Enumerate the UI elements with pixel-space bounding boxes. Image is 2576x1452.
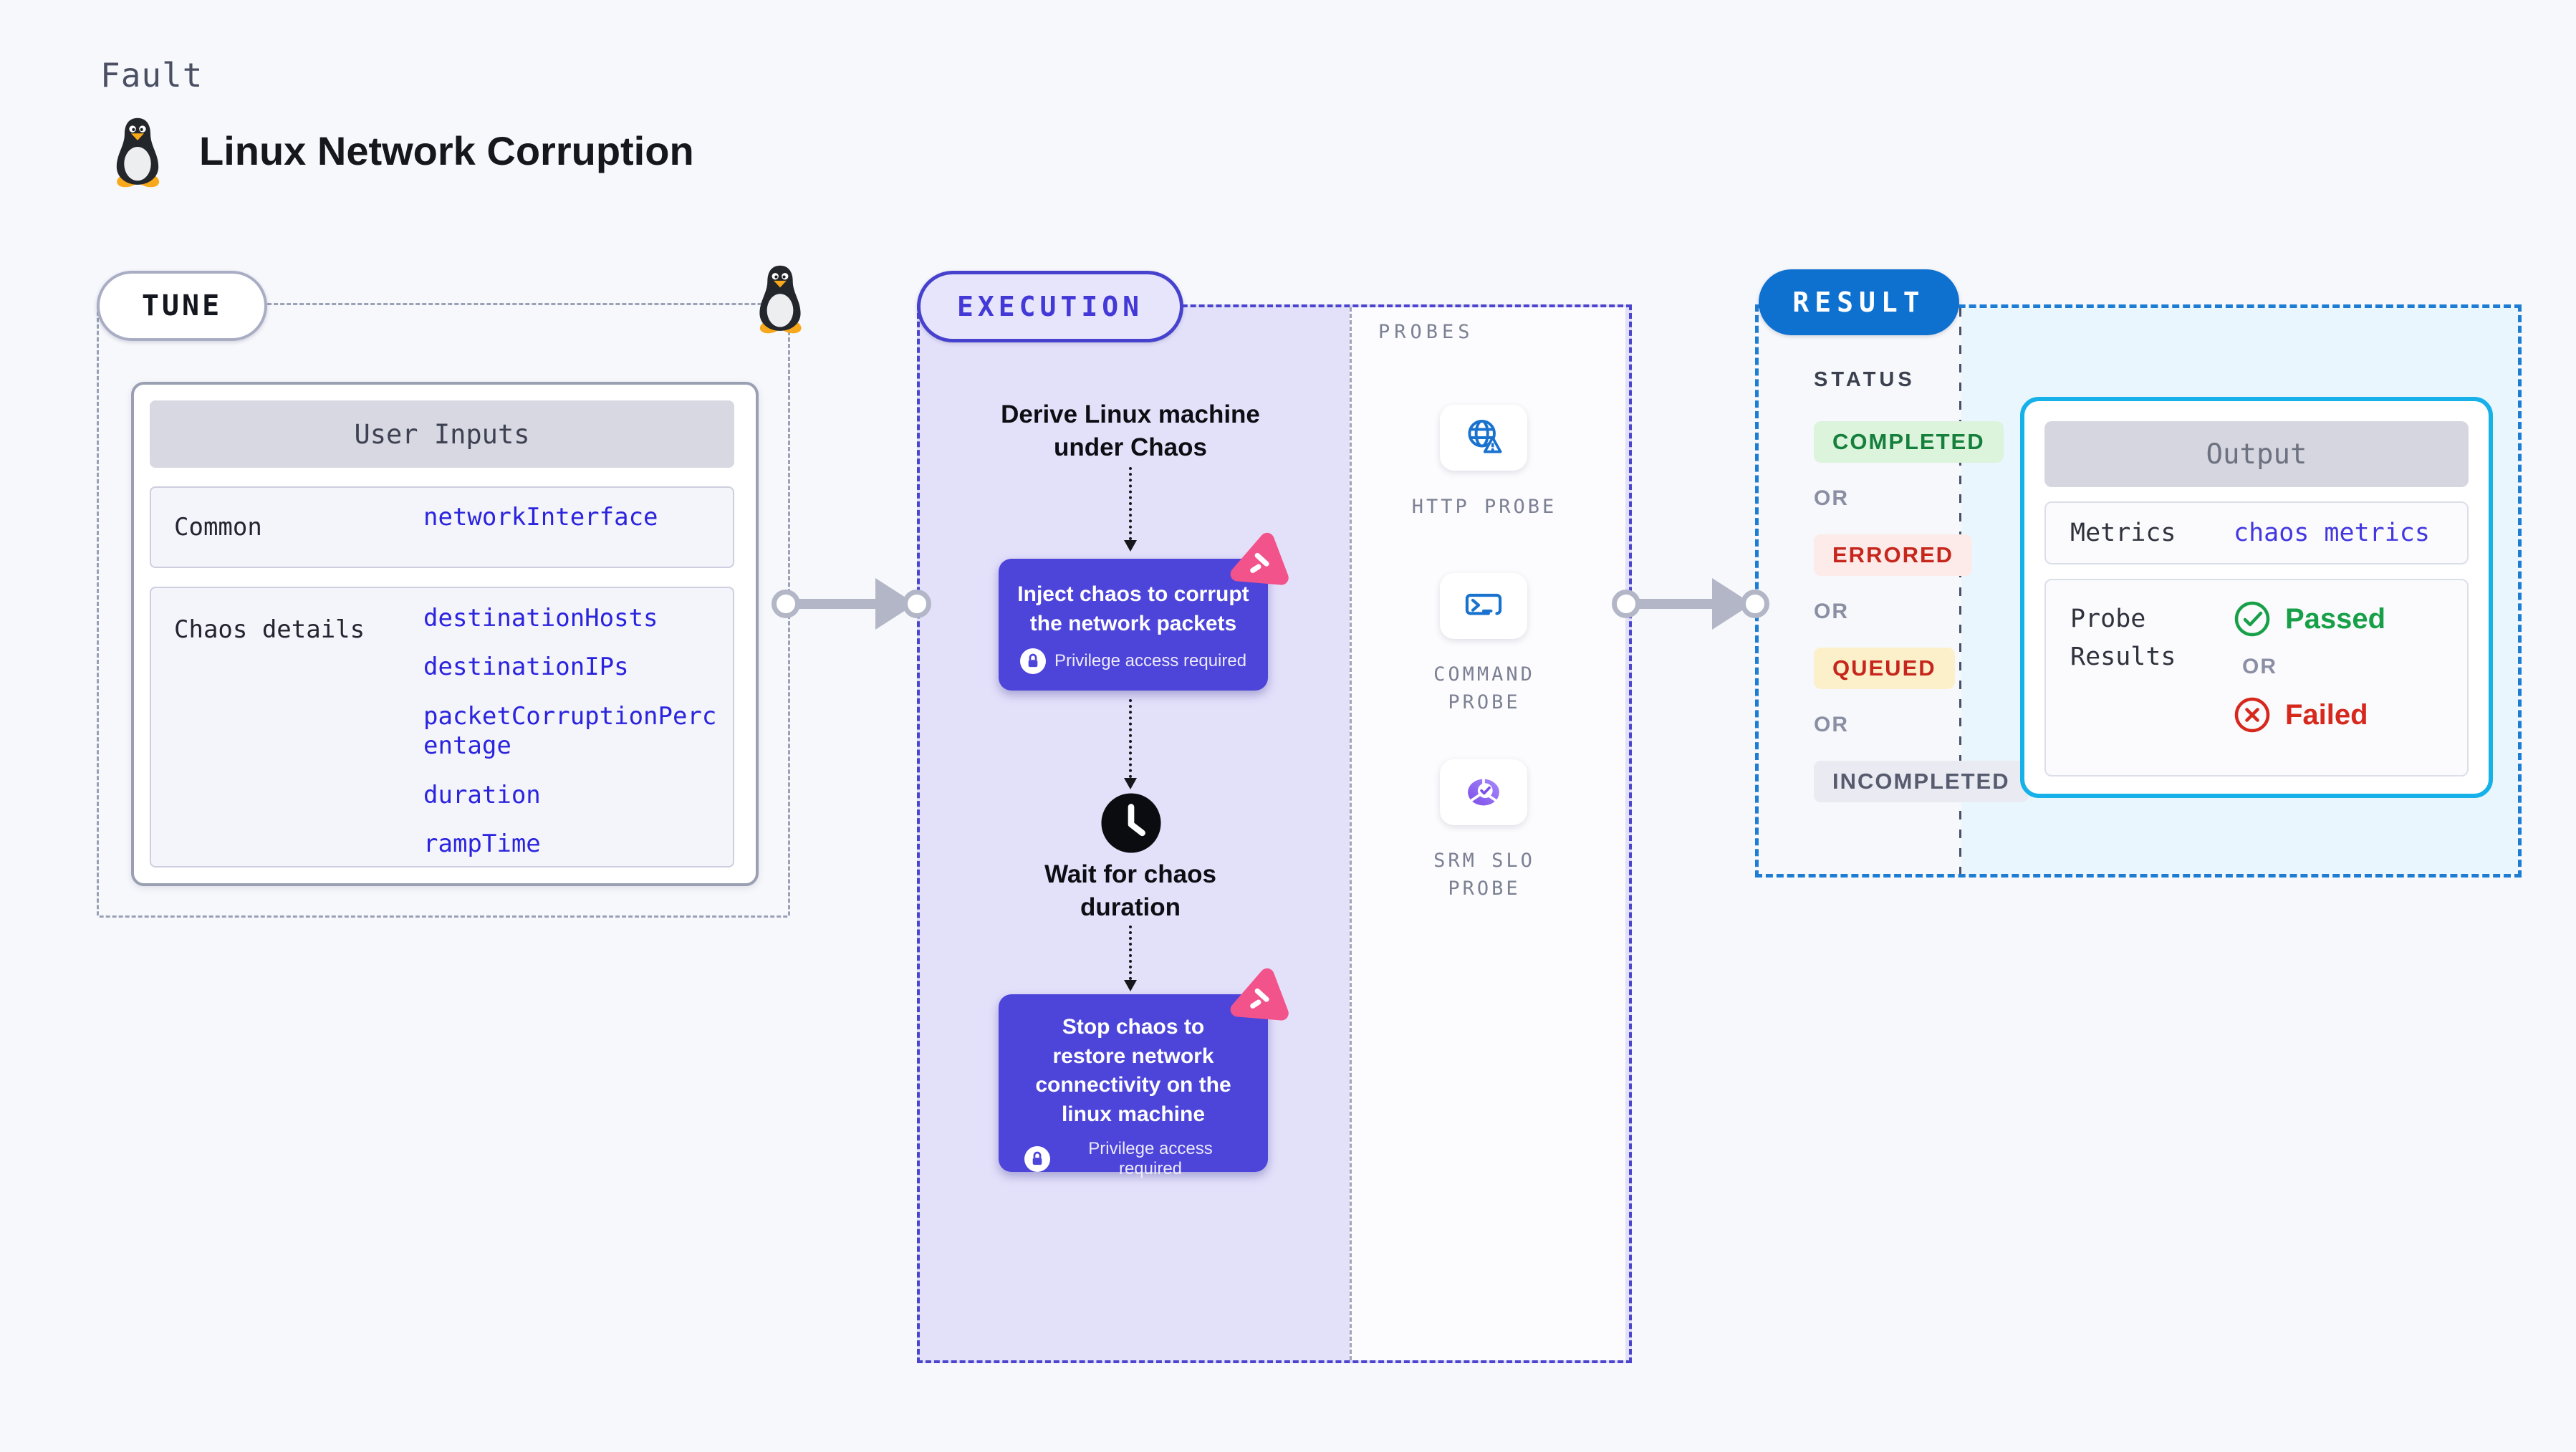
- probe-card-http: [1440, 405, 1527, 471]
- slo-donut-icon: [1468, 778, 1499, 806]
- chaos-spark-icon: [1224, 966, 1292, 1034]
- dotted-arrow-down: [1124, 699, 1137, 789]
- derive-step-label: Derive Linux machine under Chaos: [1001, 400, 1260, 462]
- probes-panel: [1350, 307, 1625, 1360]
- or-separator: OR: [1814, 600, 1849, 623]
- input-value: duration: [423, 780, 541, 809]
- stop-chaos-step: Stop chaos to restore network connectivi…: [999, 994, 1268, 1178]
- status-badge-errored: ERRORED: [1814, 534, 1973, 576]
- arrow-head-icon: [1124, 540, 1137, 552]
- status-list: COMPLETED OR ERRORED OR QUEUED OR INCOMP…: [1814, 421, 2029, 802]
- status-badge-queued: QUEUED: [1814, 648, 1955, 689]
- output-header: Output: [2044, 421, 2469, 487]
- output-card: Output Metrics chaos metrics Probe Resul…: [2020, 397, 2493, 798]
- dotted-arrow-down: [1124, 925, 1137, 991]
- lock-icon: [1019, 648, 1046, 674]
- input-value: networkInterface: [423, 502, 658, 532]
- check-circle-icon: [2234, 601, 2270, 637]
- metrics-row: Metrics chaos metrics: [2044, 501, 2469, 564]
- or-separator: OR: [2242, 655, 2277, 678]
- input-row-chaos-details: Chaos details destinationHosts destinati…: [150, 587, 734, 867]
- arrow-head-icon: [1124, 778, 1137, 789]
- chaos-spark-icon: [1224, 530, 1292, 598]
- lock-icon: [1024, 1146, 1050, 1172]
- clock-icon: [1101, 793, 1161, 853]
- status-divider: [1959, 308, 1961, 874]
- user-inputs-card: User Inputs Common networkInterface Chao…: [131, 382, 759, 886]
- connector-dot: [1741, 590, 1769, 618]
- stop-step-text: Stop chaos to restore network connectivi…: [1035, 1015, 1231, 1126]
- execution-to-result-arrow: [1626, 599, 1725, 609]
- connector-dot: [772, 590, 800, 618]
- terminal-icon: [1465, 593, 1502, 615]
- probe-name: COMMAND PROBE: [1433, 663, 1535, 714]
- tux-penguin-icon: [758, 265, 803, 334]
- privilege-note: Privilege access required: [1054, 651, 1247, 670]
- result-badge: RESULT: [1759, 269, 1959, 335]
- tux-penguin-icon: [115, 117, 161, 188]
- privilege-note: Privilege access required: [1088, 1139, 1213, 1178]
- probe-results-row: Probe Results Passed OR Failed: [2044, 579, 2469, 777]
- execution-panel: [917, 304, 1632, 1363]
- metrics-value: chaos metrics: [2234, 519, 2430, 547]
- input-row-label: Chaos details: [174, 615, 365, 644]
- input-value: destinationHosts: [423, 604, 658, 633]
- metrics-label: Metrics: [2070, 518, 2176, 547]
- inject-chaos-step: Inject chaos to corrupt the network pack…: [999, 559, 1268, 691]
- failed-label: Failed: [2285, 698, 2368, 731]
- execution-badge: EXECUTION: [917, 271, 1183, 342]
- dotted-arrow-down: [1124, 467, 1137, 552]
- input-value: rampTime: [423, 830, 541, 859]
- passed-label: Passed: [2285, 602, 2386, 635]
- status-badge-incompleted: INCOMPLETED: [1814, 761, 2029, 802]
- probes-label: PROBES: [1378, 321, 1474, 343]
- arrow-head-icon: [1124, 980, 1137, 991]
- globe-alert-icon: [1468, 419, 1502, 453]
- input-row-common: Common networkInterface: [150, 486, 734, 568]
- wait-step-label: Wait for chaos duration: [1044, 860, 1216, 922]
- tune-badge: TUNE: [97, 271, 267, 341]
- fault-kicker: Fault: [100, 56, 203, 95]
- status-label: STATUS: [1814, 368, 1916, 391]
- tune-to-execution-arrow: [786, 599, 888, 609]
- connector-dot: [1612, 590, 1640, 618]
- x-circle-icon: [2234, 697, 2270, 733]
- user-inputs-header: User Inputs: [150, 400, 734, 468]
- input-value: destinationIPs: [423, 653, 629, 682]
- page-title: Linux Network Corruption: [199, 128, 694, 173]
- probe-name: SRM SLO PROBE: [1433, 850, 1535, 900]
- or-separator: OR: [1814, 486, 1849, 510]
- probe-name: HTTP PROBE: [1411, 496, 1557, 518]
- probe-card-command: [1440, 573, 1527, 639]
- or-separator: OR: [1814, 713, 1849, 736]
- input-value: packetCorruptionPercentage: [423, 701, 717, 761]
- inject-step-text: Inject chaos to corrupt the network pack…: [1017, 582, 1249, 635]
- input-row-label: Common: [174, 513, 262, 542]
- probe-results-label: Probe Results: [2070, 605, 2176, 671]
- status-badge-completed: COMPLETED: [1814, 421, 2004, 463]
- connector-dot: [903, 590, 931, 618]
- probe-card-srm-slo: [1440, 759, 1527, 825]
